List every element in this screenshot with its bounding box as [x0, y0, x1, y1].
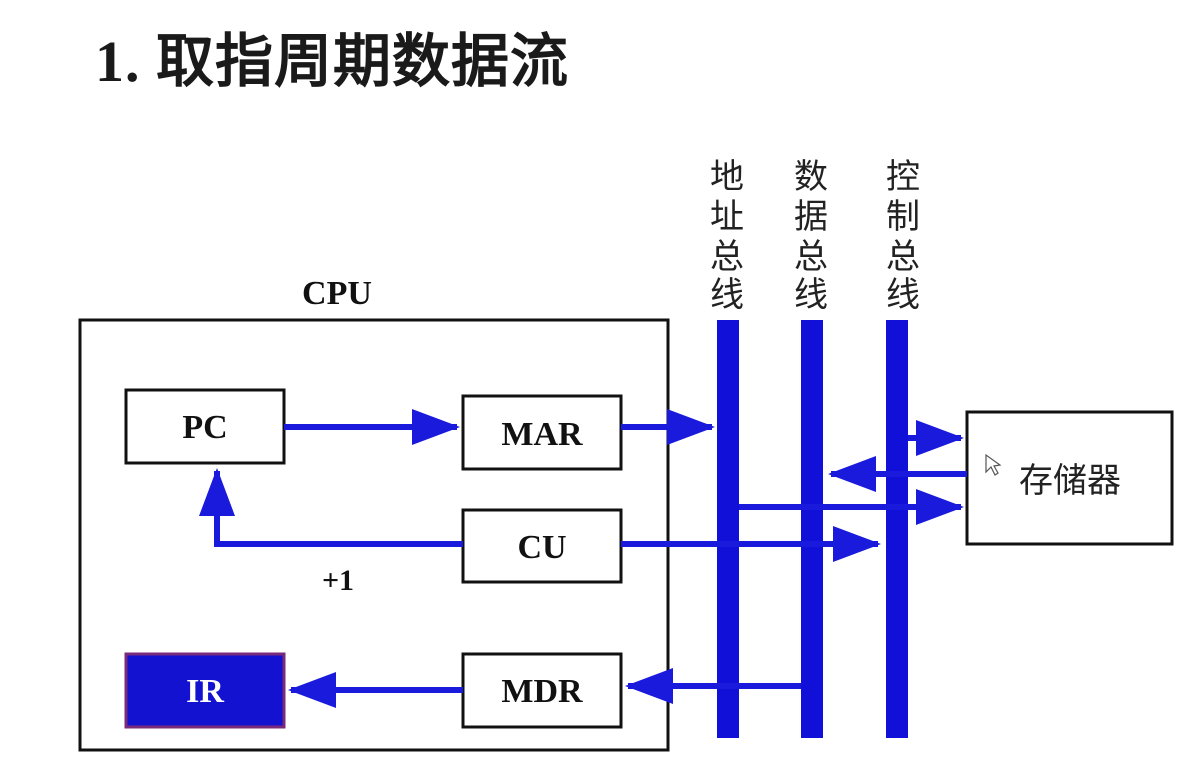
control-bus: [886, 320, 908, 738]
pc-register: PC: [124, 388, 286, 465]
address-bus: [717, 320, 739, 738]
svg-text:控: 控: [886, 157, 920, 197]
increment-label: +1: [322, 564, 354, 597]
cpu-box: [78, 318, 670, 752]
svg-text:总: 总: [710, 237, 744, 277]
address-bus-label: 地 址 总 线: [710, 157, 744, 315]
svg-text:址: 址: [710, 197, 744, 237]
svg-text:MDR: MDR: [501, 673, 583, 710]
svg-text:PC: PC: [182, 409, 227, 446]
svg-text:地: 地: [710, 157, 744, 197]
data-bus: [801, 320, 823, 738]
page-title: 1. 取指周期数据流: [95, 29, 570, 94]
svg-text:线: 线: [886, 275, 920, 315]
svg-text:CU: CU: [517, 529, 566, 566]
svg-text:MAR: MAR: [501, 416, 583, 453]
svg-text:制: 制: [886, 197, 920, 237]
mdr-register: MDR: [461, 652, 623, 729]
svg-text:据: 据: [794, 197, 828, 237]
svg-text:线: 线: [710, 275, 744, 315]
mar-register: MAR: [461, 394, 623, 471]
ir-register: IR: [124, 652, 286, 729]
data-bus-label: 数 据 总 线: [794, 157, 828, 315]
svg-text:总: 总: [886, 237, 920, 277]
svg-text:线: 线: [794, 275, 828, 315]
svg-text:数: 数: [794, 157, 828, 197]
arrow-cu-to-pc: [199, 468, 463, 547]
mouse-cursor-icon: [985, 453, 1002, 476]
svg-text:总: 总: [794, 237, 828, 277]
svg-text:IR: IR: [186, 673, 224, 710]
svg-text:存储器: 存储器: [1019, 461, 1121, 501]
cu-unit: CU: [461, 508, 623, 584]
cpu-label: CPU: [302, 275, 372, 312]
memory-box: 存储器: [965, 410, 1174, 546]
control-bus-label: 控 制 总 线: [886, 157, 920, 315]
